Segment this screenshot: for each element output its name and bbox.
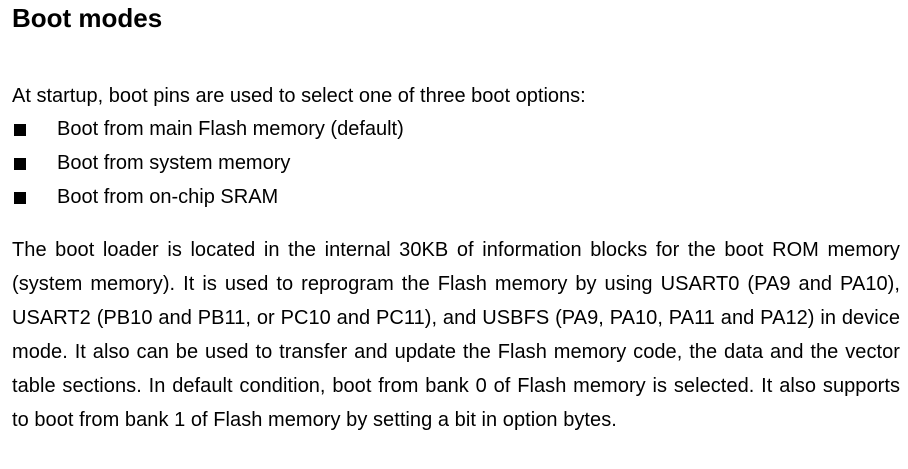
section-heading: Boot modes — [12, 3, 163, 33]
intro-paragraph: At startup, boot pins are used to select… — [12, 85, 586, 107]
document-page: Boot modes At startup, boot pins are use… — [12, 0, 900, 431]
list-item-label: Boot from main Flash memory (default) — [57, 118, 404, 140]
square-bullet-icon — [14, 124, 26, 136]
body-paragraph: The boot loader is located in the intern… — [12, 239, 900, 431]
square-bullet-icon — [14, 192, 26, 204]
square-bullet-icon — [14, 158, 26, 170]
list-item-label: Boot from on-chip SRAM — [57, 186, 279, 208]
list-item-label: Boot from system memory — [57, 152, 291, 174]
